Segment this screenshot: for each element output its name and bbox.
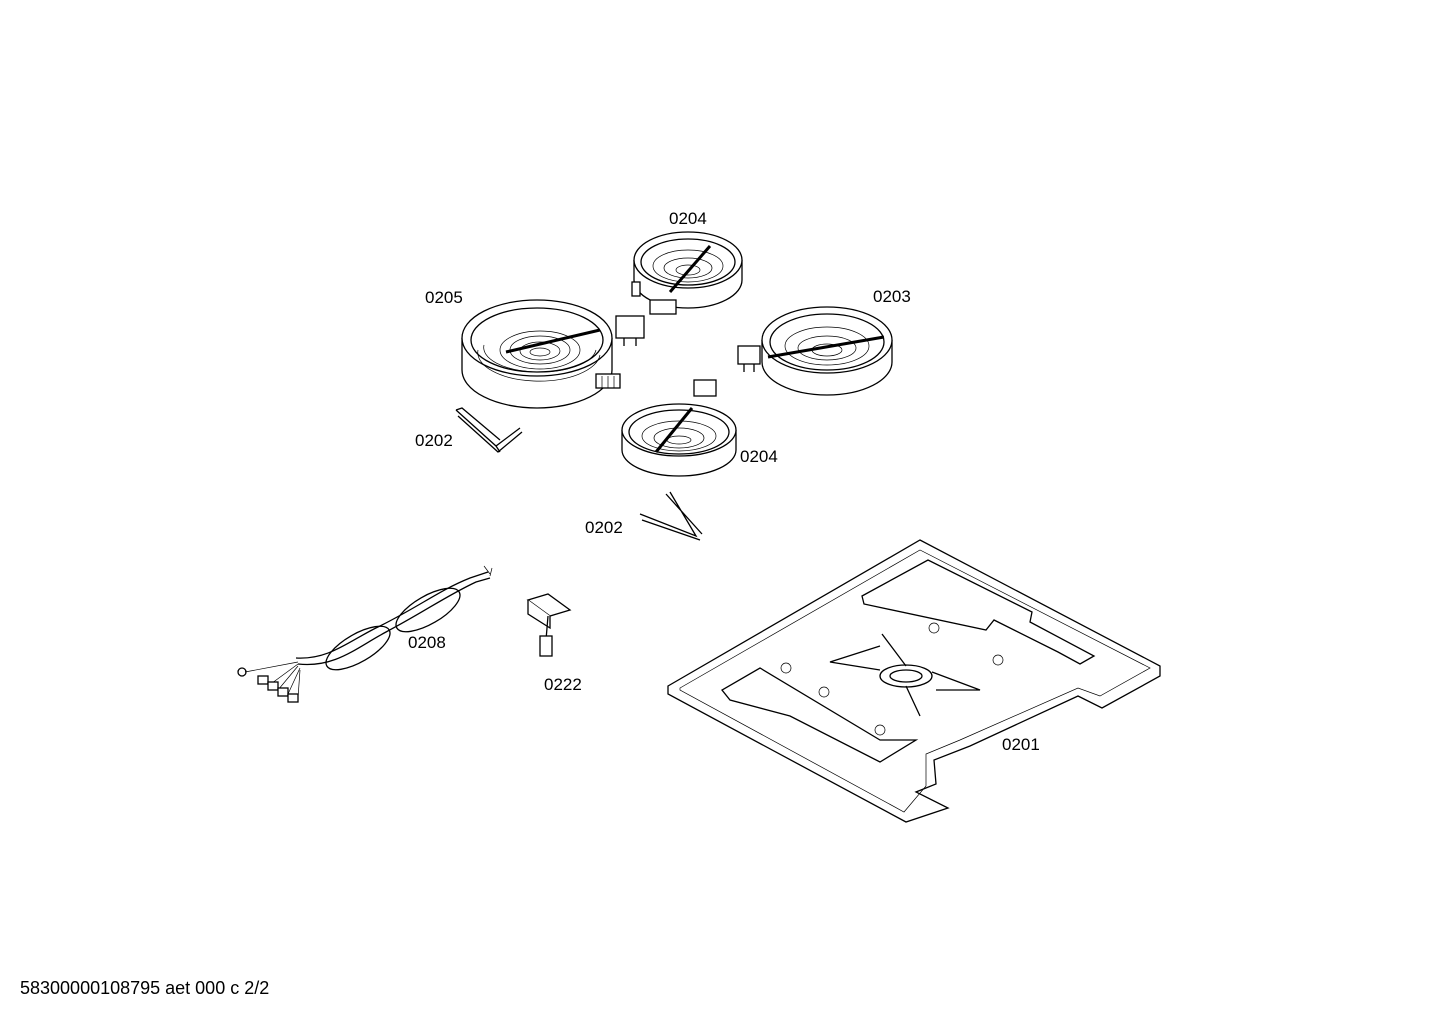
- callout-clip-left: 0202: [415, 431, 453, 450]
- hotplate-0203: [737, 306, 893, 396]
- document-footer: 58300000108795 aet 000 c 2/2: [20, 978, 270, 998]
- callout-hotplate-front: 0204: [740, 447, 778, 466]
- sensor-0222: [526, 593, 572, 657]
- hotplate-0204-front: [621, 379, 737, 477]
- clip-0202-left: [455, 407, 523, 453]
- hotplate-0205: [461, 299, 645, 409]
- callout-sensor: 0222: [544, 675, 582, 694]
- callout-clip-front: 0202: [585, 518, 623, 537]
- clip-0202-front: [639, 491, 703, 541]
- callout-hotplate-left: 0205: [425, 288, 463, 307]
- callout-hotplate-right: 0203: [873, 287, 911, 306]
- callout-cable: 0208: [408, 633, 446, 652]
- hotplate-0204-top: [631, 231, 743, 315]
- callout-base-plate: 0201: [1002, 735, 1040, 754]
- cable-0208: [237, 565, 493, 703]
- base-plate-0201: [667, 539, 1161, 823]
- callout-hotplate-top: 0204: [669, 209, 707, 228]
